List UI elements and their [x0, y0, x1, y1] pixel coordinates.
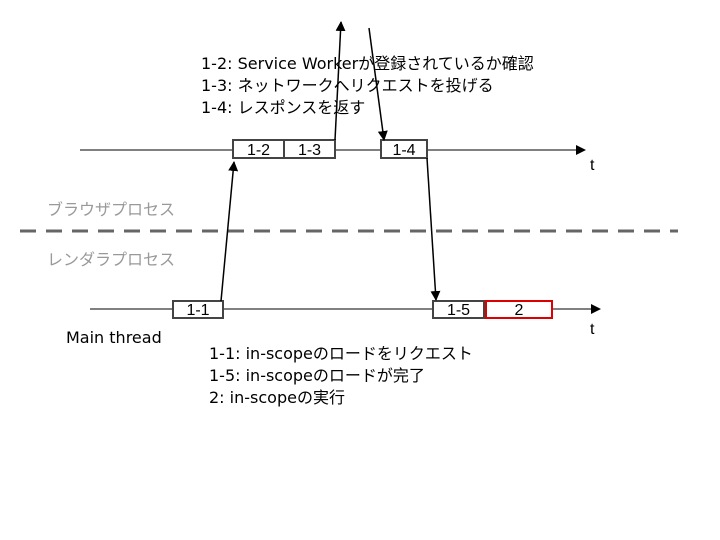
note-1-4: 1-4: レスポンスを返す [201, 98, 366, 117]
arrow-response-to-renderer [426, 157, 441, 301]
box-1-1 [172, 300, 224, 319]
main-thread-axis-label: t [590, 321, 595, 338]
arrow-from-network [368, 27, 388, 141]
browser-process-label: ブラウザプロセス [47, 200, 176, 219]
box-2-label: 2 [515, 302, 524, 319]
box-1-5-label: 1-5 [447, 302, 470, 319]
note-1-3: 1-3: ネットワークへリクエストを投げる [201, 76, 494, 95]
note-2: 2: in-scopeの実行 [209, 388, 345, 407]
box-2 [485, 300, 553, 319]
browser-axis-label: t [590, 157, 595, 174]
note-1-5: 1-5: in-scopeのロードが完了 [209, 366, 425, 385]
box-1-5 [432, 300, 485, 319]
arrow-to-network [334, 21, 346, 141]
main-thread-label: Main thread [66, 328, 162, 347]
box-1-4 [380, 139, 428, 159]
box-1-3 [283, 139, 336, 159]
box-1-2-label: 1-2 [247, 142, 270, 159]
arrow-request-to-browser [220, 161, 239, 302]
note-1-2: 1-2: Service Workerが登録されているか確認 [201, 54, 534, 73]
box-1-1-label: 1-1 [186, 302, 209, 319]
note-1-1: 1-1: in-scopeのロードをリクエスト [209, 344, 473, 363]
renderer-process-label: レンダラプロセス [47, 250, 176, 269]
box-1-3-label: 1-3 [298, 142, 321, 159]
box-1-4-label: 1-4 [392, 142, 415, 159]
